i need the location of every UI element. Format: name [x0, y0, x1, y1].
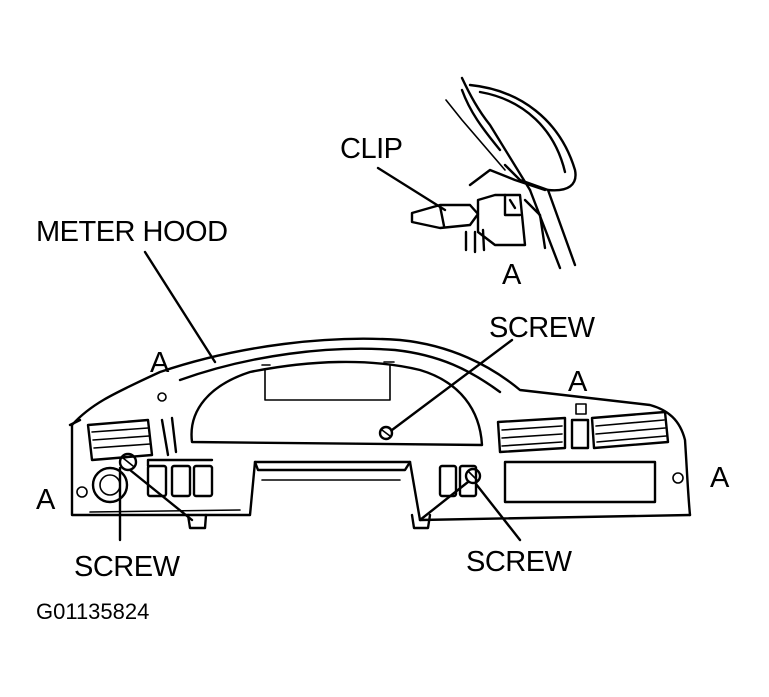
screw-left-label: SCREW	[74, 551, 181, 583]
screw-center-label: SCREW	[489, 312, 596, 344]
clip-label: CLIP	[340, 133, 402, 165]
detail-a-label: A	[502, 259, 522, 291]
screw-right	[464, 467, 482, 485]
screw-left	[118, 452, 138, 472]
a-top-right-label: A	[568, 366, 588, 398]
figure-code: G01135824	[36, 599, 149, 624]
screw-right-label: SCREW	[466, 546, 573, 578]
leader-lines	[118, 166, 522, 542]
meter-hood-label: METER HOOD	[36, 216, 228, 248]
clip-detail-view	[410, 76, 577, 270]
a-right-label: A	[710, 462, 730, 494]
a-top-left-label: A	[150, 347, 170, 379]
a-left-label: A	[36, 484, 56, 516]
screw-center	[378, 425, 394, 441]
meter-hood	[68, 337, 692, 530]
